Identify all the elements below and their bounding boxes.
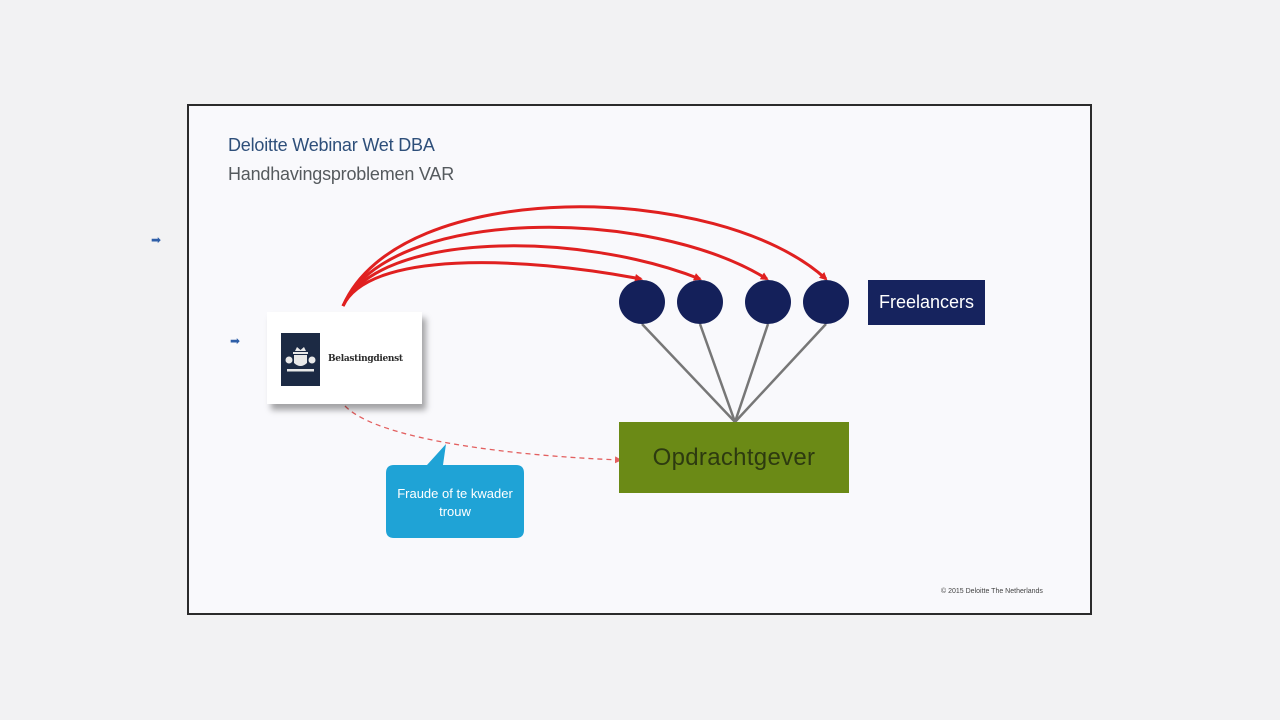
red-arrow-to-freelancer-3 xyxy=(341,225,769,307)
bullet-arrow-icon: ➡ xyxy=(230,334,241,348)
belastingdienst-label: Belastingdienst xyxy=(328,354,403,364)
callout-bubble xyxy=(386,444,524,538)
red-arrow-to-freelancer-4 xyxy=(341,205,828,307)
belastingdienst-card: Belastingdienst xyxy=(267,312,422,404)
callout-text: Fraude of te kwader trouw xyxy=(397,486,513,519)
outer-bullet-arrow-icon: ➡ xyxy=(151,233,162,247)
slide-title: Deloitte Webinar Wet DBA xyxy=(228,135,435,155)
slide: Deloitte Webinar Wet DBA Handhavingsprob… xyxy=(187,104,1092,615)
diagram-canvas xyxy=(341,205,849,538)
freelancer-circle-3 xyxy=(745,280,791,324)
freelancer-circle-1 xyxy=(619,280,665,324)
red-arrow-to-freelancer-1 xyxy=(341,261,643,307)
link-line-2 xyxy=(698,323,737,423)
freelancer-circle-4 xyxy=(803,280,849,324)
copyright-footer: © 2015 Deloitte The Netherlands xyxy=(941,588,1043,595)
opdrachtgever-box: Opdrachtgever xyxy=(619,422,849,493)
link-line-3 xyxy=(733,323,770,423)
freelancers-label: Freelancers xyxy=(868,280,985,325)
link-line-4 xyxy=(734,323,827,423)
slide-subtitle: Handhavingsproblemen VAR xyxy=(228,164,455,184)
red-arrow-to-freelancer-2 xyxy=(341,244,702,307)
link-line-1 xyxy=(641,323,736,423)
belastingdienst-emblem-icon xyxy=(281,333,320,386)
dashed-arrow-to-opdrachtgever xyxy=(344,405,622,464)
freelancer-circle-2 xyxy=(677,280,723,324)
